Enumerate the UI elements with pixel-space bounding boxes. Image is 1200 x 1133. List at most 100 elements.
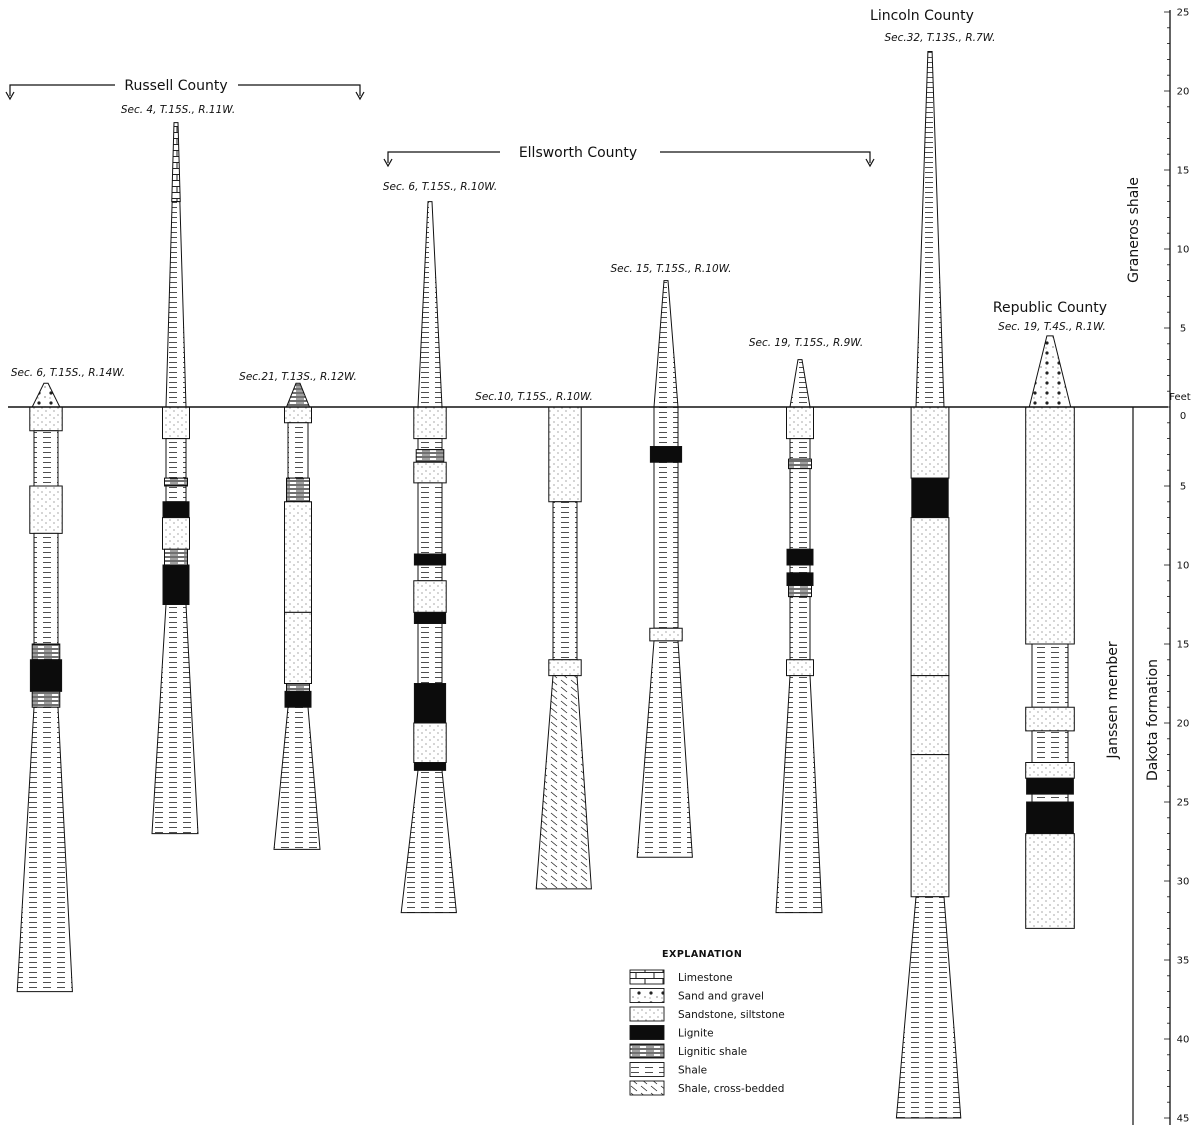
layer-shale — [165, 485, 187, 503]
legend-label-sand-gravel: Sand and gravel — [678, 991, 764, 1003]
legend-label-lignite: Lignite — [678, 1028, 714, 1040]
scale-tick-label: 25 — [1177, 8, 1190, 19]
section-label-c5: Sec.10, T.15S., R.10W. — [475, 391, 593, 403]
layer-sandstone — [284, 611, 312, 684]
layer-lignite — [413, 683, 447, 724]
scale-tick-label: 10 — [1177, 245, 1190, 256]
layer-lignitic-shale — [788, 458, 812, 470]
legend-label-limestone: Limestone — [678, 972, 733, 984]
column-c6 — [636, 280, 693, 858]
layer-lignite — [1026, 777, 1074, 795]
layer-sandstone — [548, 659, 582, 677]
layer-sandstone — [1025, 406, 1075, 645]
scale-tick-label: 10 — [1177, 561, 1190, 572]
section-label-c1: Sec. 6, T.15S., R.14W. — [11, 367, 125, 379]
column-c1 — [16, 382, 73, 993]
legend-title: EXPLANATION — [662, 949, 742, 960]
layer-lignitic-shale — [286, 477, 310, 503]
layer-lignite — [786, 548, 814, 566]
russell-county-label: Russell County — [124, 78, 227, 94]
layer-sandstone — [413, 461, 447, 484]
layer-sandstone — [910, 754, 950, 898]
russell-county-header: Russell County — [5, 78, 365, 101]
layer-shale — [417, 622, 443, 684]
layer-lignitic-shale — [31, 690, 61, 708]
layer-shale — [653, 280, 679, 408]
layer-shale — [400, 769, 457, 914]
layer-lignite — [413, 553, 447, 566]
layer-sandstone — [1025, 833, 1075, 929]
graneros-shale-label: Graneros shale — [1126, 177, 1142, 283]
layer-shale — [33, 430, 59, 487]
legend-item-sandstone: Sandstone, siltstone — [629, 1006, 785, 1022]
layer-lignite — [284, 690, 312, 708]
layer-sandstone — [548, 406, 582, 503]
layer-shale — [1031, 793, 1069, 803]
layer-sandstone — [1025, 706, 1075, 732]
column-c9 — [1025, 335, 1075, 929]
column-c3 — [273, 382, 321, 850]
layer-shale — [1031, 730, 1069, 763]
layer-shale — [417, 482, 443, 555]
layer-shale — [789, 359, 811, 408]
layer-limestone — [171, 122, 181, 203]
layer-shale — [287, 422, 309, 479]
layer-shale — [636, 640, 693, 858]
scale-tick-label: 30 — [1177, 877, 1190, 888]
scale-tick-label: 5 — [1180, 324, 1186, 335]
layer-shale — [789, 438, 811, 460]
layer-shale-crossbedded — [535, 675, 592, 890]
layer-shale — [915, 51, 945, 408]
legend-label-lignitic-shale: Lignitic shale — [678, 1046, 747, 1058]
scale-tick-label: 20 — [1177, 87, 1190, 98]
layer-sandstone — [29, 485, 63, 534]
legend-swatch-lignite — [629, 1025, 665, 1040]
ellsworth-county-header: Ellsworth County — [383, 145, 875, 168]
layer-lignitic-shale — [164, 548, 188, 566]
layer-sandstone — [284, 501, 312, 613]
layer-sandstone — [649, 627, 683, 642]
column-c2 — [151, 122, 199, 835]
layer-sandstone — [413, 406, 447, 440]
layer-shale — [165, 201, 187, 408]
legend-label-shale: Shale — [678, 1065, 707, 1077]
layer-sandstone — [1025, 762, 1075, 779]
column-c4 — [400, 201, 457, 914]
layer-lignite — [649, 446, 683, 463]
layer-sand-gravel — [1028, 335, 1072, 408]
legend-swatch-sandstone — [629, 1006, 665, 1022]
scale-tick-label: 20 — [1177, 719, 1190, 730]
layer-sandstone — [910, 675, 950, 756]
layer-shale — [151, 604, 199, 835]
legend-label-shale-crossbedded: Shale, cross-bedded — [678, 1083, 784, 1095]
scale-minor-ticks — [1164, 11, 1170, 1119]
scale-tick-label: 40 — [1177, 1035, 1190, 1046]
column-c7 — [775, 359, 823, 914]
layer-shale — [775, 675, 823, 914]
scale-tick-label: 15 — [1177, 166, 1190, 177]
scale-unit-label: Feet — [1169, 392, 1191, 403]
legend-swatch-shale-crossbedded — [629, 1080, 665, 1096]
legend-swatch-lignitic-shale — [629, 1043, 665, 1059]
legend-item-sand-gravel: Sand and gravel — [629, 988, 764, 1003]
scale-tick-label: 5 — [1180, 482, 1186, 493]
layer-sandstone — [413, 722, 447, 763]
layer-shale — [552, 501, 578, 661]
layer-shale — [789, 468, 811, 550]
layer-lignite — [786, 572, 814, 587]
layer-shale — [165, 438, 187, 479]
ellsworth-county-label: Ellsworth County — [519, 145, 637, 161]
scale-tick-label: 15 — [1177, 640, 1190, 651]
layer-shale — [16, 706, 73, 993]
scale-tick-label: 0 — [1180, 411, 1186, 422]
legend-swatch-shale — [629, 1062, 665, 1077]
section-label-c3: Sec.21, T.13S., R.12W. — [239, 371, 357, 383]
republic-county-label: Republic County — [993, 300, 1107, 316]
layer-sandstone — [786, 659, 814, 677]
layer-lignite — [29, 659, 63, 692]
column-c8 — [895, 51, 962, 1119]
scale-tick-label: 35 — [1177, 956, 1190, 967]
legend-label-sandstone: Sandstone, siltstone — [678, 1009, 785, 1021]
